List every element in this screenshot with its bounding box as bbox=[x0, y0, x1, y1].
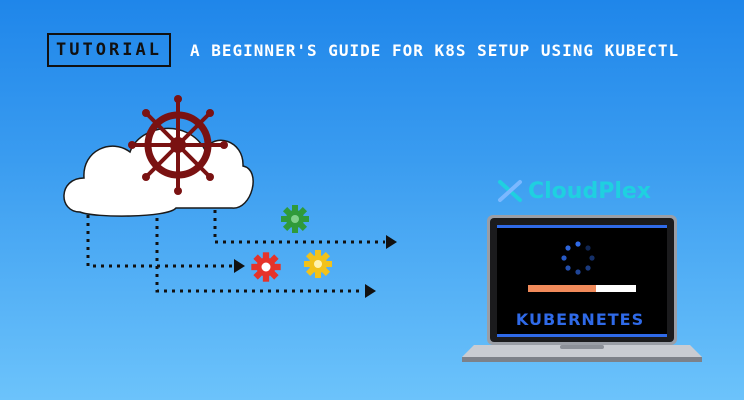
brand-name: CloudPlex bbox=[528, 178, 651, 204]
progress-bar-fill bbox=[528, 285, 596, 292]
cloudplex-logo-icon bbox=[498, 180, 522, 202]
gear-icon-red bbox=[251, 252, 281, 282]
kubernetes-helm-icon bbox=[128, 95, 228, 195]
gear-icon-yellow bbox=[304, 250, 332, 278]
screen-label: KUBERNETES bbox=[515, 310, 645, 329]
progress-bar bbox=[528, 285, 636, 292]
laptop bbox=[462, 215, 702, 362]
tutorial-tag: TUTORIAL bbox=[47, 33, 171, 67]
loading-spinner-icon bbox=[561, 241, 595, 275]
brand-logo: CloudPlex bbox=[497, 176, 651, 206]
flow-lines bbox=[86, 210, 385, 293]
arrow-heads bbox=[234, 235, 397, 298]
page-title: A BEGINNER'S GUIDE FOR K8S SETUP USING K… bbox=[190, 41, 680, 60]
gear-icon-green bbox=[281, 205, 309, 233]
